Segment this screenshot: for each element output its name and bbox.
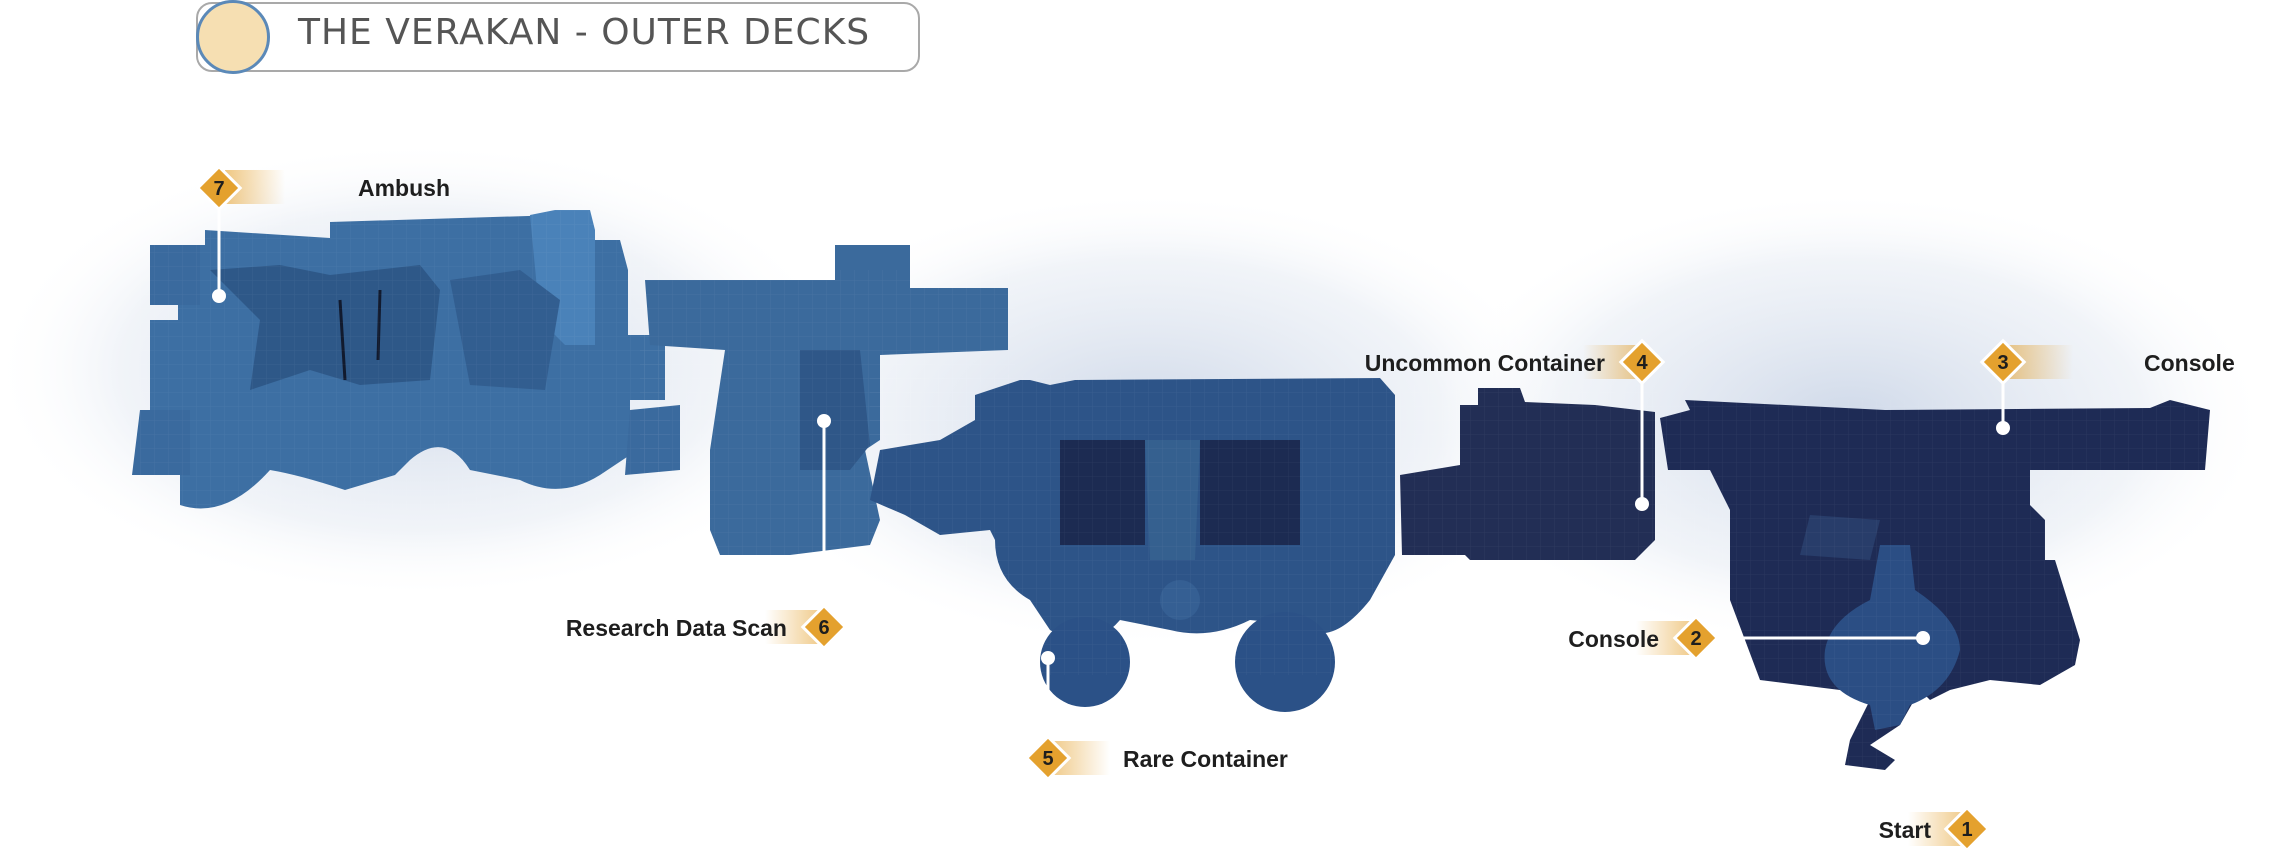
marker-5-badge-icon: [1024, 734, 1072, 782]
deck-section-west: [132, 210, 680, 510]
marker-6-location-dot: [817, 414, 831, 428]
map-title-emblem-icon: [196, 0, 270, 74]
marker-4-label: Uncommon Container: [1365, 350, 1605, 376]
marker-2-badge-icon: [1672, 614, 1720, 662]
marker-4-badge-icon: [1618, 338, 1666, 386]
marker-5-number: 5: [1042, 748, 1053, 770]
marker-2-label: Console: [1568, 626, 1659, 652]
marker-1[interactable]: 1 Start: [1879, 714, 1991, 853]
marker-6[interactable]: 6 Research Data Scan: [566, 414, 848, 651]
marker-2[interactable]: 2 Console: [1568, 614, 1930, 662]
deck-section-uncommon: [1398, 385, 1658, 560]
marker-4-number: 4: [1636, 352, 1648, 374]
deck-section-central: [870, 375, 1400, 712]
marker-1-label: Start: [1879, 817, 1932, 843]
marker-7-badge-icon: [195, 164, 243, 212]
marker-3-location-dot: [1996, 421, 2010, 435]
marker-5[interactable]: 5 Rare Container: [1024, 651, 1288, 782]
marker-3-label: Console: [2144, 350, 2235, 376]
marker-4[interactable]: 4 Uncommon Container: [1365, 338, 1666, 511]
marker-7[interactable]: 7 Ambush: [195, 164, 450, 303]
marker-3-badge-icon: [1979, 338, 2027, 386]
marker-3-number: 3: [1997, 352, 2008, 374]
map-title-bar: [196, 2, 920, 72]
marker-7-label: Ambush: [358, 175, 450, 201]
marker-1-location-dot: [1960, 714, 1974, 728]
marker-2-location-dot: [1916, 631, 1930, 645]
marker-6-badge-icon: [800, 603, 848, 651]
marker-7-number: 7: [213, 178, 224, 200]
marker-5-location-dot: [1041, 651, 1055, 665]
marker-4-location-dot: [1635, 497, 1649, 511]
marker-6-label: Research Data Scan: [566, 615, 787, 641]
marker-6-number: 6: [818, 617, 829, 639]
marker-7-location-dot: [212, 289, 226, 303]
map-title: THE VERAKAN - OUTER DECKS: [298, 12, 871, 53]
marker-1-badge-icon: [1943, 805, 1991, 853]
marker-2-number: 2: [1690, 628, 1701, 650]
deck-section-east: [1660, 400, 2210, 770]
marker-1-number: 1: [1961, 819, 1972, 841]
marker-5-label: Rare Container: [1123, 746, 1288, 772]
marker-3[interactable]: 3 Console: [1979, 338, 2235, 435]
